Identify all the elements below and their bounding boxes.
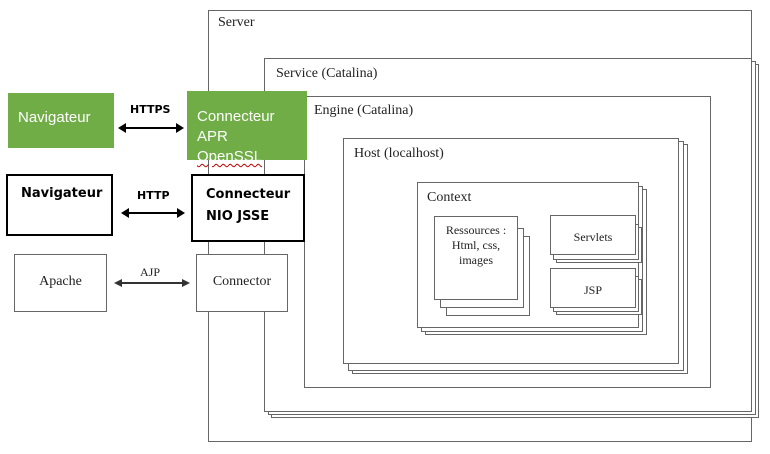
https-protocol-label: HTTPS [130,103,171,116]
servlets-label: Servlets [573,230,613,244]
https-browser-label: Navigateur [18,109,91,126]
ajp-connector-box [196,254,288,312]
ajp-protocol-label: AJP [140,265,161,279]
resources-line-3: images [459,253,493,267]
apr-connector-line-2: APR OpenSSL [197,128,263,165]
resources-text: Ressources : Html, css, images [434,223,518,268]
ajp-bidirectional-arrow [114,279,190,286]
nio-jsse-connector-box: Connecteur NIO JSSE [191,174,305,242]
nio-connector-line-1: Connecteur [206,187,291,202]
openssl-spellcheck-word: OpenSSL [197,148,263,165]
apache-box [14,254,107,312]
nio-connector-line-2: NIO JSSE [206,209,270,224]
servlets-box [550,215,636,255]
https-bidirectional-arrow [118,123,184,133]
apr-connector-line-1: Connecteur [197,108,275,125]
host-label: Host (localhost) [354,146,444,161]
jsp-box [550,268,636,308]
ajp-connector-label: Connector [212,274,272,289]
http-protocol-label: HTTP [137,189,170,202]
jsp-label: JSP [583,283,603,297]
apr-openssl-connector-box: Connecteur APR OpenSSL [187,91,307,165]
apache-label: Apache [39,274,82,289]
resources-line-2: Html, css, [451,238,501,252]
engine-label: Engine (Catalina) [314,103,414,118]
http-bidirectional-arrow [121,208,185,218]
http-browser-box: Navigateur [6,174,113,236]
http-browser-label: Navigateur [21,186,103,201]
https-browser-box: Navigateur [8,93,114,148]
server-label: Server [218,15,255,30]
resources-line-1: Ressources : [445,223,507,237]
service-label: Service (Catalina) [276,66,378,81]
context-label: Context [427,190,472,205]
resources-box [434,216,518,300]
